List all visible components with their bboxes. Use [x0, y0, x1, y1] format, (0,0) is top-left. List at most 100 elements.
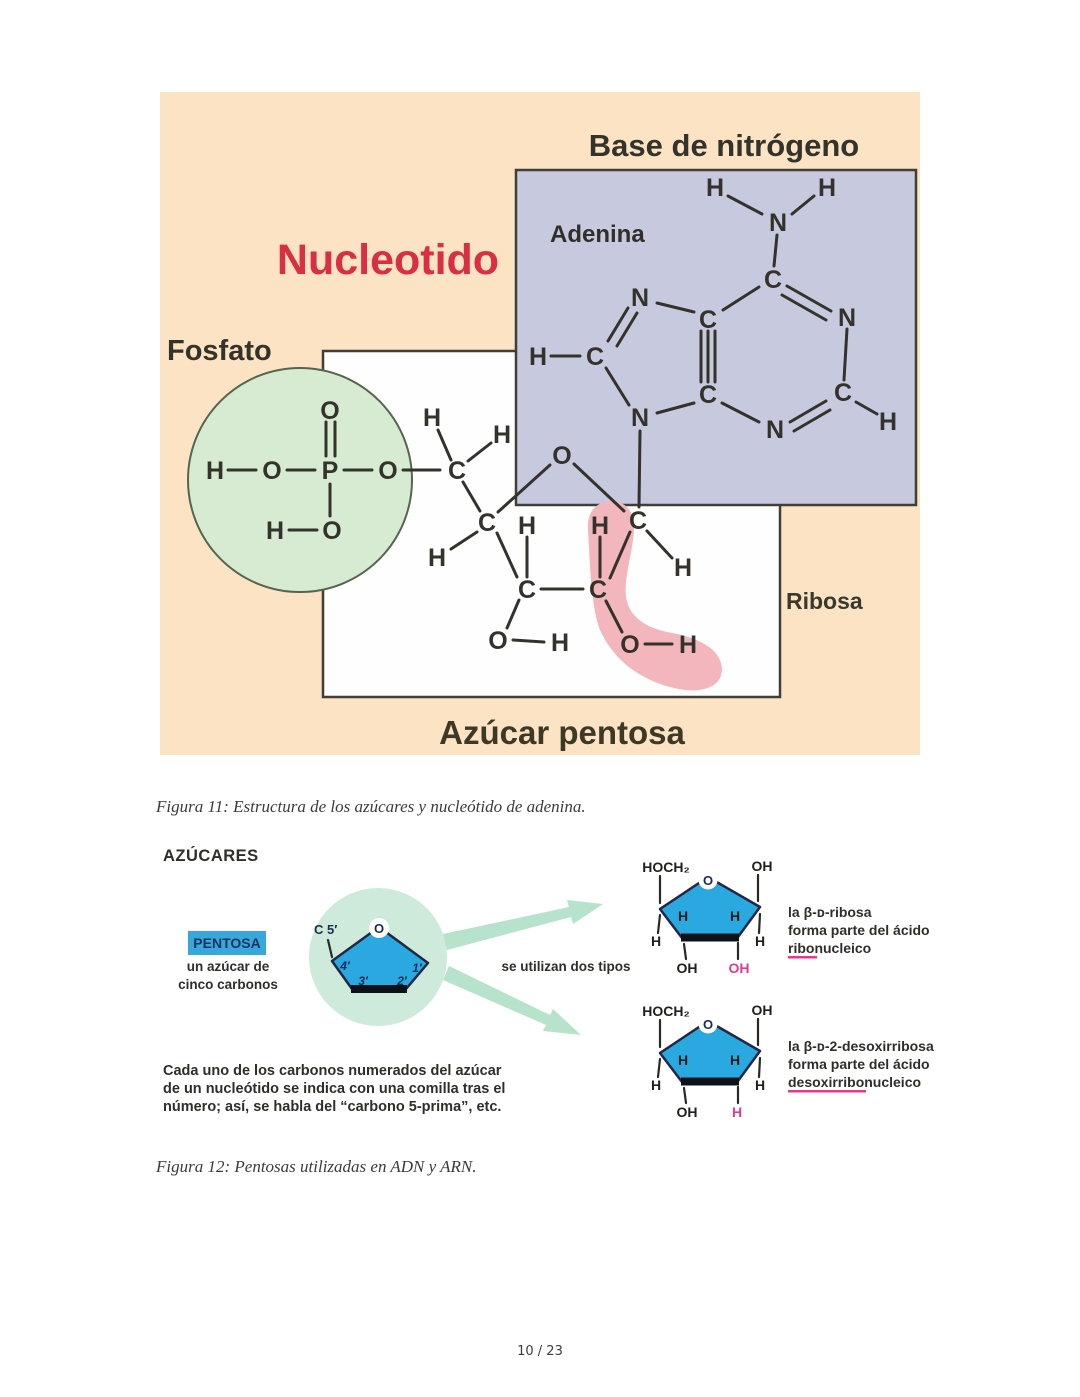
atom-label-h: H: [678, 1052, 688, 1068]
ribose-oxygen-label: O: [703, 873, 713, 888]
atom-label-h: H: [679, 631, 697, 659]
atom-label-h: H: [529, 343, 547, 371]
atom-label-h: H: [706, 174, 724, 202]
bond-line: [326, 938, 334, 959]
ribose-description-line2: forma parte del ácido: [788, 922, 930, 938]
label-nucleotido: Nucleotido: [277, 236, 499, 284]
atom-label-o: O: [262, 457, 281, 485]
atom-label-oh: OH: [729, 960, 750, 976]
atom-label-hoch₂: HOCH₂: [642, 1003, 689, 1019]
bond-line: [466, 441, 493, 463]
bond-line: [726, 194, 764, 216]
atom-label-h: H: [591, 512, 609, 540]
label-base-de-nitrogeno: Base de nitrógeno: [589, 128, 859, 163]
atom-label-h: H: [551, 629, 569, 657]
atom-label-o: O: [488, 627, 507, 655]
atom-label-c: C: [518, 576, 536, 604]
bond-line: [449, 530, 479, 551]
atom-label-n: N: [838, 304, 856, 332]
label-adenina: Adenina: [550, 221, 645, 248]
pentosa-highlight-box: [188, 931, 266, 955]
atom-label-c: C: [629, 507, 647, 535]
ribose-description-line3: ribonucleico: [788, 940, 871, 956]
bond-line: [854, 400, 879, 416]
desoxirribo-underline: [788, 1090, 866, 1093]
bond-line: [780, 293, 828, 322]
atom-label-h: H: [428, 544, 446, 572]
bond-line: [655, 301, 696, 314]
atom-label-n: N: [766, 416, 784, 444]
atom-label-oh: OH: [752, 858, 773, 874]
atom-label-o: O: [322, 517, 341, 545]
atom-label-n: N: [631, 284, 649, 312]
atom-label-o: O: [320, 397, 339, 425]
pentosa-subtitle-2: cinco carbonos: [178, 977, 278, 992]
atom-label-c: C: [586, 343, 604, 371]
atom-label-o: O: [552, 442, 571, 470]
atom-label-h: H: [493, 421, 511, 449]
carbon-numbering-note-line1: Cada uno de los carbonos numerados del a…: [163, 1063, 502, 1079]
label-fosfato: Fosfato: [167, 335, 272, 367]
bond-line: [511, 638, 546, 644]
bond-line: [842, 327, 849, 382]
atom-label-n: N: [631, 404, 649, 432]
arrow-down-right-icon: [443, 966, 581, 1035]
bond-line: [790, 194, 816, 216]
label-azucar-pentosa: Azúcar pentosa: [439, 714, 685, 751]
bond-line: [721, 285, 761, 312]
azucares-heading: AZÚCARES: [163, 846, 259, 865]
atom-label-h: H: [651, 933, 661, 949]
bond-line: [436, 428, 453, 462]
label-ribosa: Ribosa: [786, 588, 863, 614]
atom-label-h: H: [266, 517, 284, 545]
deoxyribose-description-line2: forma parte del ácido: [788, 1056, 930, 1072]
bond-line: [615, 311, 639, 348]
atom-label-c: C: [448, 457, 466, 485]
atom-label-h: H: [879, 408, 897, 436]
atom-label-n: N: [769, 209, 787, 237]
deoxyribose-oxygen-circle: [698, 1014, 718, 1034]
ring-oxygen-label: O: [374, 921, 384, 936]
bond-line: [656, 1057, 662, 1079]
bond-line: [495, 531, 519, 579]
bond-line: [608, 530, 632, 580]
bond-line: [606, 306, 630, 343]
figure-11-caption: Figura 11: Estructura de los azúcares y …: [156, 797, 586, 816]
carbon-numbering-note-line2: de un nucleótido se indica con una comil…: [163, 1081, 505, 1097]
atom-label-h: H: [730, 908, 740, 924]
atom-label-p: P: [322, 457, 339, 485]
ribose-description-line1: la β-ᴅ-ribosa: [788, 904, 872, 920]
carbon-4-number: 4′: [339, 959, 351, 973]
carbon-3-number: 3′: [358, 974, 369, 988]
figure-12-caption: Figura 12: Pentosas utilizadas en ADN y …: [156, 1157, 477, 1176]
carbon-1-number: 1′: [412, 961, 423, 975]
pentosa-label: PENTOSA: [193, 935, 260, 951]
atom-label-h: H: [206, 457, 224, 485]
ring-oxygen-circle: [369, 918, 389, 938]
bond-line: [637, 429, 642, 509]
deoxyribose-description-line3: desoxirribonucleico: [788, 1074, 921, 1090]
bond-line: [720, 401, 761, 424]
bond-line: [656, 913, 662, 935]
atom-label-h: H: [423, 404, 441, 432]
bond-line: [772, 233, 779, 268]
ribose-oxygen-circle: [698, 870, 718, 890]
bond-line: [682, 1086, 688, 1105]
atom-label-c: C: [478, 509, 496, 537]
bond-line: [757, 912, 762, 935]
bond-line: [682, 942, 688, 961]
bond-line: [788, 399, 828, 424]
carbon-5-label: C 5′: [314, 922, 337, 937]
se-utilizan-text: se utilizan dos tipos: [501, 959, 630, 974]
atom-label-h: H: [818, 174, 836, 202]
atom-label-c: C: [834, 379, 852, 407]
atom-label-c: C: [699, 381, 717, 409]
deoxyribose-oxygen-label: O: [703, 1017, 713, 1032]
bond-line: [757, 1056, 762, 1079]
atom-label-h: H: [730, 1052, 740, 1068]
pentosa-subtitle-1: un azúcar de: [187, 959, 270, 974]
bond-line: [572, 462, 626, 513]
bond-line: [461, 480, 482, 513]
